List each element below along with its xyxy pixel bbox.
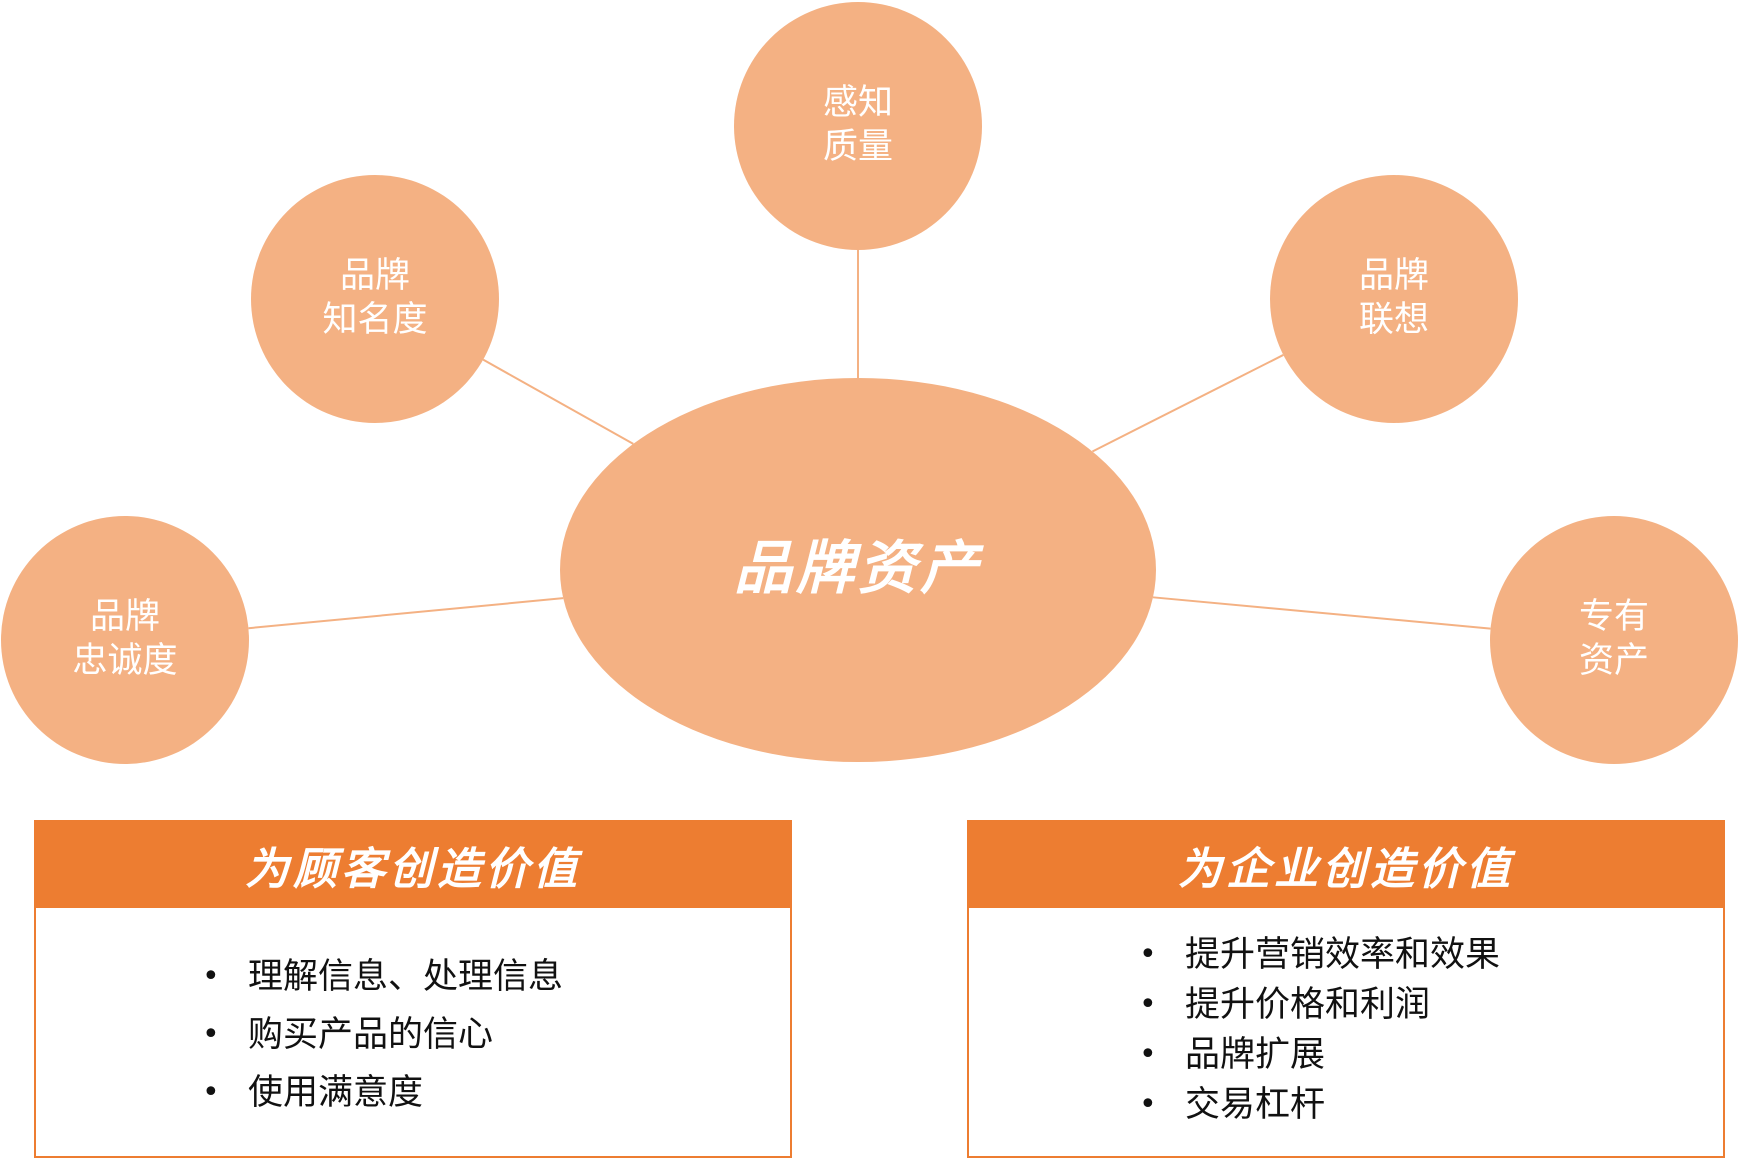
company-value-title: 为企业创造价值 <box>969 822 1723 908</box>
customer-value-box: 为顾客创造价值 理解信息、处理信息 购买产品的信心 使用满意度 <box>34 820 792 1158</box>
list-item: 提升营销效率和效果 <box>1139 930 1500 980</box>
connector-brand-awareness <box>482 358 634 445</box>
node-label-perceived-quality: 质量 <box>823 127 893 167</box>
connector-brand-association <box>1091 354 1284 453</box>
node-perceived-quality <box>734 2 982 250</box>
list-item: 品牌扩展 <box>1139 1030 1500 1080</box>
node-brand-awareness <box>251 175 499 423</box>
connector-brand-loyalty <box>248 597 564 630</box>
connector-proprietary-assets <box>1152 596 1491 630</box>
node-label-proprietary-assets: 专有 <box>1579 597 1649 637</box>
list-item: 提升价格和利润 <box>1139 980 1500 1030</box>
node-label-brand-association: 联想 <box>1359 300 1429 340</box>
node-label-brand-awareness: 品牌 <box>340 256 410 296</box>
node-label-brand-awareness: 知名度 <box>322 300 427 340</box>
list-item: 交易杠杆 <box>1139 1080 1500 1130</box>
center-label: 品牌资产 <box>734 534 984 602</box>
node-brand-association <box>1270 175 1518 423</box>
node-brand-loyalty <box>1 516 249 764</box>
node-label-proprietary-assets: 资产 <box>1579 641 1649 681</box>
company-value-list: 提升营销效率和效果 提升价格和利润 品牌扩展 交易杠杆 <box>1139 930 1500 1130</box>
list-item: 理解信息、处理信息 <box>202 948 563 1006</box>
node-label-perceived-quality: 感知 <box>823 83 893 123</box>
node-proprietary-assets <box>1490 516 1738 764</box>
node-label-brand-loyalty: 忠诚度 <box>72 641 177 681</box>
node-label-brand-loyalty: 品牌 <box>90 597 160 637</box>
customer-value-title: 为顾客创造价值 <box>36 822 790 908</box>
node-label-brand-association: 品牌 <box>1359 256 1429 296</box>
list-item: 使用满意度 <box>202 1064 563 1122</box>
center-ellipse <box>560 378 1156 762</box>
customer-value-list: 理解信息、处理信息 购买产品的信心 使用满意度 <box>202 948 563 1122</box>
list-item: 购买产品的信心 <box>202 1006 563 1064</box>
company-value-box: 为企业创造价值 提升营销效率和效果 提升价格和利润 品牌扩展 交易杠杆 <box>967 820 1725 1158</box>
